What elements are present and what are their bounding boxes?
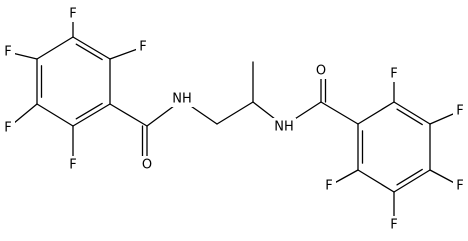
bonds: [7, 13, 461, 226]
atom-F6: F: [387, 65, 401, 82]
svg-text:F: F: [325, 179, 332, 194]
svg-text:F: F: [4, 121, 11, 136]
svg-text:F: F: [390, 67, 397, 82]
svg-text:F: F: [456, 179, 463, 194]
bond-b5-b6: [357, 169, 395, 193]
bond-b2-b3-double: [396, 108, 423, 126]
atom-F10: F: [322, 177, 336, 194]
bond-b4-b5: [393, 169, 431, 193]
svg-text:F: F: [69, 7, 76, 22]
bond-a1-a2: [72, 36, 111, 60]
svg-text:F: F: [139, 40, 146, 55]
svg-text:F: F: [4, 45, 11, 60]
bond-c9-c10: [216, 101, 254, 125]
bond-a6-a1: [36, 36, 74, 60]
svg-text:F: F: [456, 104, 463, 119]
bond-b1-b2: [357, 101, 395, 125]
atom-O1: O: [140, 156, 155, 173]
atom-N1: NH: [170, 90, 194, 107]
bond-a4-a5: [36, 103, 74, 127]
bond-cc2-b1: [320, 101, 359, 125]
bond-b4-b5-double: [396, 168, 423, 186]
atom-F4: F: [1, 119, 15, 136]
bond-a3-a4: [72, 103, 111, 127]
svg-text:F: F: [69, 158, 76, 173]
atom-labels: F F F F F O NH NH O F F F F F: [1, 5, 467, 233]
atom-F1: F: [66, 5, 80, 22]
bond-b2-b3: [393, 101, 431, 125]
bond-a3-a4-double: [75, 102, 103, 120]
svg-text:F: F: [390, 218, 397, 233]
bond-a1-a2-double: [75, 43, 103, 61]
atom-F8: F: [453, 177, 467, 194]
atom-F2: F: [136, 38, 150, 55]
atom-F3: F: [1, 43, 15, 60]
atom-F7: F: [453, 102, 467, 119]
atom-N2: NH: [272, 118, 296, 135]
atom-O2: O: [314, 62, 329, 79]
svg-text:NH: NH: [172, 92, 192, 107]
atom-F9: F: [387, 216, 401, 233]
svg-text:NH: NH: [274, 120, 294, 135]
atom-F5: F: [66, 156, 80, 173]
svg-text:O: O: [142, 158, 152, 173]
svg-text:O: O: [316, 64, 326, 79]
bond-a3-cc: [109, 103, 148, 127]
